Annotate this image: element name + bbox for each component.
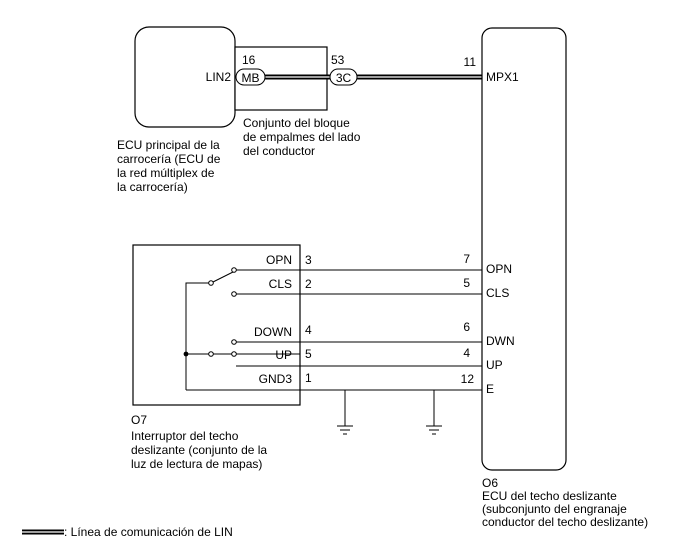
junction-block-caption-line-3: del conductor xyxy=(243,144,315,158)
contact-pivot-lower xyxy=(208,351,214,357)
ecu-pin-e: 12 xyxy=(461,372,475,386)
ecu-pin-up: 4 xyxy=(463,346,470,360)
body-ecu-caption-line-2: carrocería (ECU de xyxy=(117,152,221,166)
switch-pin-opn: 3 xyxy=(305,253,312,267)
switch-pin-gnd3: 1 xyxy=(305,371,312,385)
sliding-roof-switch-caption-line-2: deslizante (conjunto de la xyxy=(131,443,267,457)
sliding-roof-switch-code: O7 xyxy=(131,413,147,427)
sliding-roof-switch-caption-line-3: luz de lectura de mapas) xyxy=(131,457,262,471)
sliding-roof-ecu-code: O6 xyxy=(482,476,498,490)
connector-mb-label: MB xyxy=(242,71,260,85)
ecu-pin-cls: 5 xyxy=(463,276,470,290)
ecu-pin-dwn: 6 xyxy=(463,320,470,334)
ecu-terminal-cls: CLS xyxy=(486,286,509,300)
switch-terminal-up: UP xyxy=(275,348,292,362)
ground-icon-switch xyxy=(300,389,353,435)
sliding-roof-ecu-caption-line-3: conductor del techo deslizante) xyxy=(482,515,648,529)
ecu-terminal-up: UP xyxy=(486,358,503,372)
connector-3c-label: 3C xyxy=(336,71,352,85)
junction-block-pin-left: 16 xyxy=(242,53,256,67)
ecu-terminal-opn: OPN xyxy=(486,262,512,276)
switch-pin-up: 5 xyxy=(305,347,312,361)
switch-terminal-cls: CLS xyxy=(269,277,292,291)
sliding-roof-ecu-box xyxy=(481,27,567,471)
connector-3c: 3C xyxy=(329,68,358,86)
ecu-pin-opn: 7 xyxy=(463,252,470,266)
sliding-roof-ecu-caption-line-2: (subconjunto del engranaje xyxy=(482,502,627,516)
contact-opn xyxy=(231,267,237,273)
ecu-terminal-mpx1: MPX1 xyxy=(486,70,519,84)
junction-block-pin-right: 53 xyxy=(331,53,345,67)
ecu-terminal-e: E xyxy=(486,382,494,396)
sliding-roof-switch-caption-line-1: Interruptor del techo xyxy=(131,429,239,443)
connector-mb: MB xyxy=(235,68,266,86)
contact-pivot-upper xyxy=(208,280,214,286)
switch-pin-cls: 2 xyxy=(305,277,312,291)
junction-block-caption-line-2: de empalmes del lado xyxy=(243,130,361,144)
ground-icon-ecu xyxy=(426,389,482,435)
contact-cls xyxy=(231,291,237,297)
legend-label: : Línea de comunicación de LIN xyxy=(64,525,233,539)
body-ecu-caption-line-3: la red múltiplex de xyxy=(117,166,215,180)
switch-pin-down: 4 xyxy=(305,323,312,337)
switch-terminal-opn: OPN xyxy=(266,253,292,267)
switch-terminal-gnd3: GND3 xyxy=(259,372,293,386)
junction-block-caption-line-1: Conjunto del bloque xyxy=(243,116,350,130)
contact-up xyxy=(231,351,237,357)
body-ecu-caption-line-1: ECU principal de la xyxy=(117,138,220,152)
junction-dot xyxy=(183,351,189,357)
ecu-terminal-dwn: DWN xyxy=(486,334,515,348)
sliding-roof-ecu-caption-line-1: ECU del techo deslizante xyxy=(482,489,617,503)
ecu-pin-mpx1: 11 xyxy=(464,55,477,69)
body-ecu-terminal-label: LIN2 xyxy=(206,70,232,84)
contact-down xyxy=(231,339,237,345)
sliding-roof-switch-box xyxy=(132,244,301,406)
body-ecu-caption-line-4: la carrocería) xyxy=(117,180,188,194)
switch-terminal-down: DOWN xyxy=(254,325,292,339)
